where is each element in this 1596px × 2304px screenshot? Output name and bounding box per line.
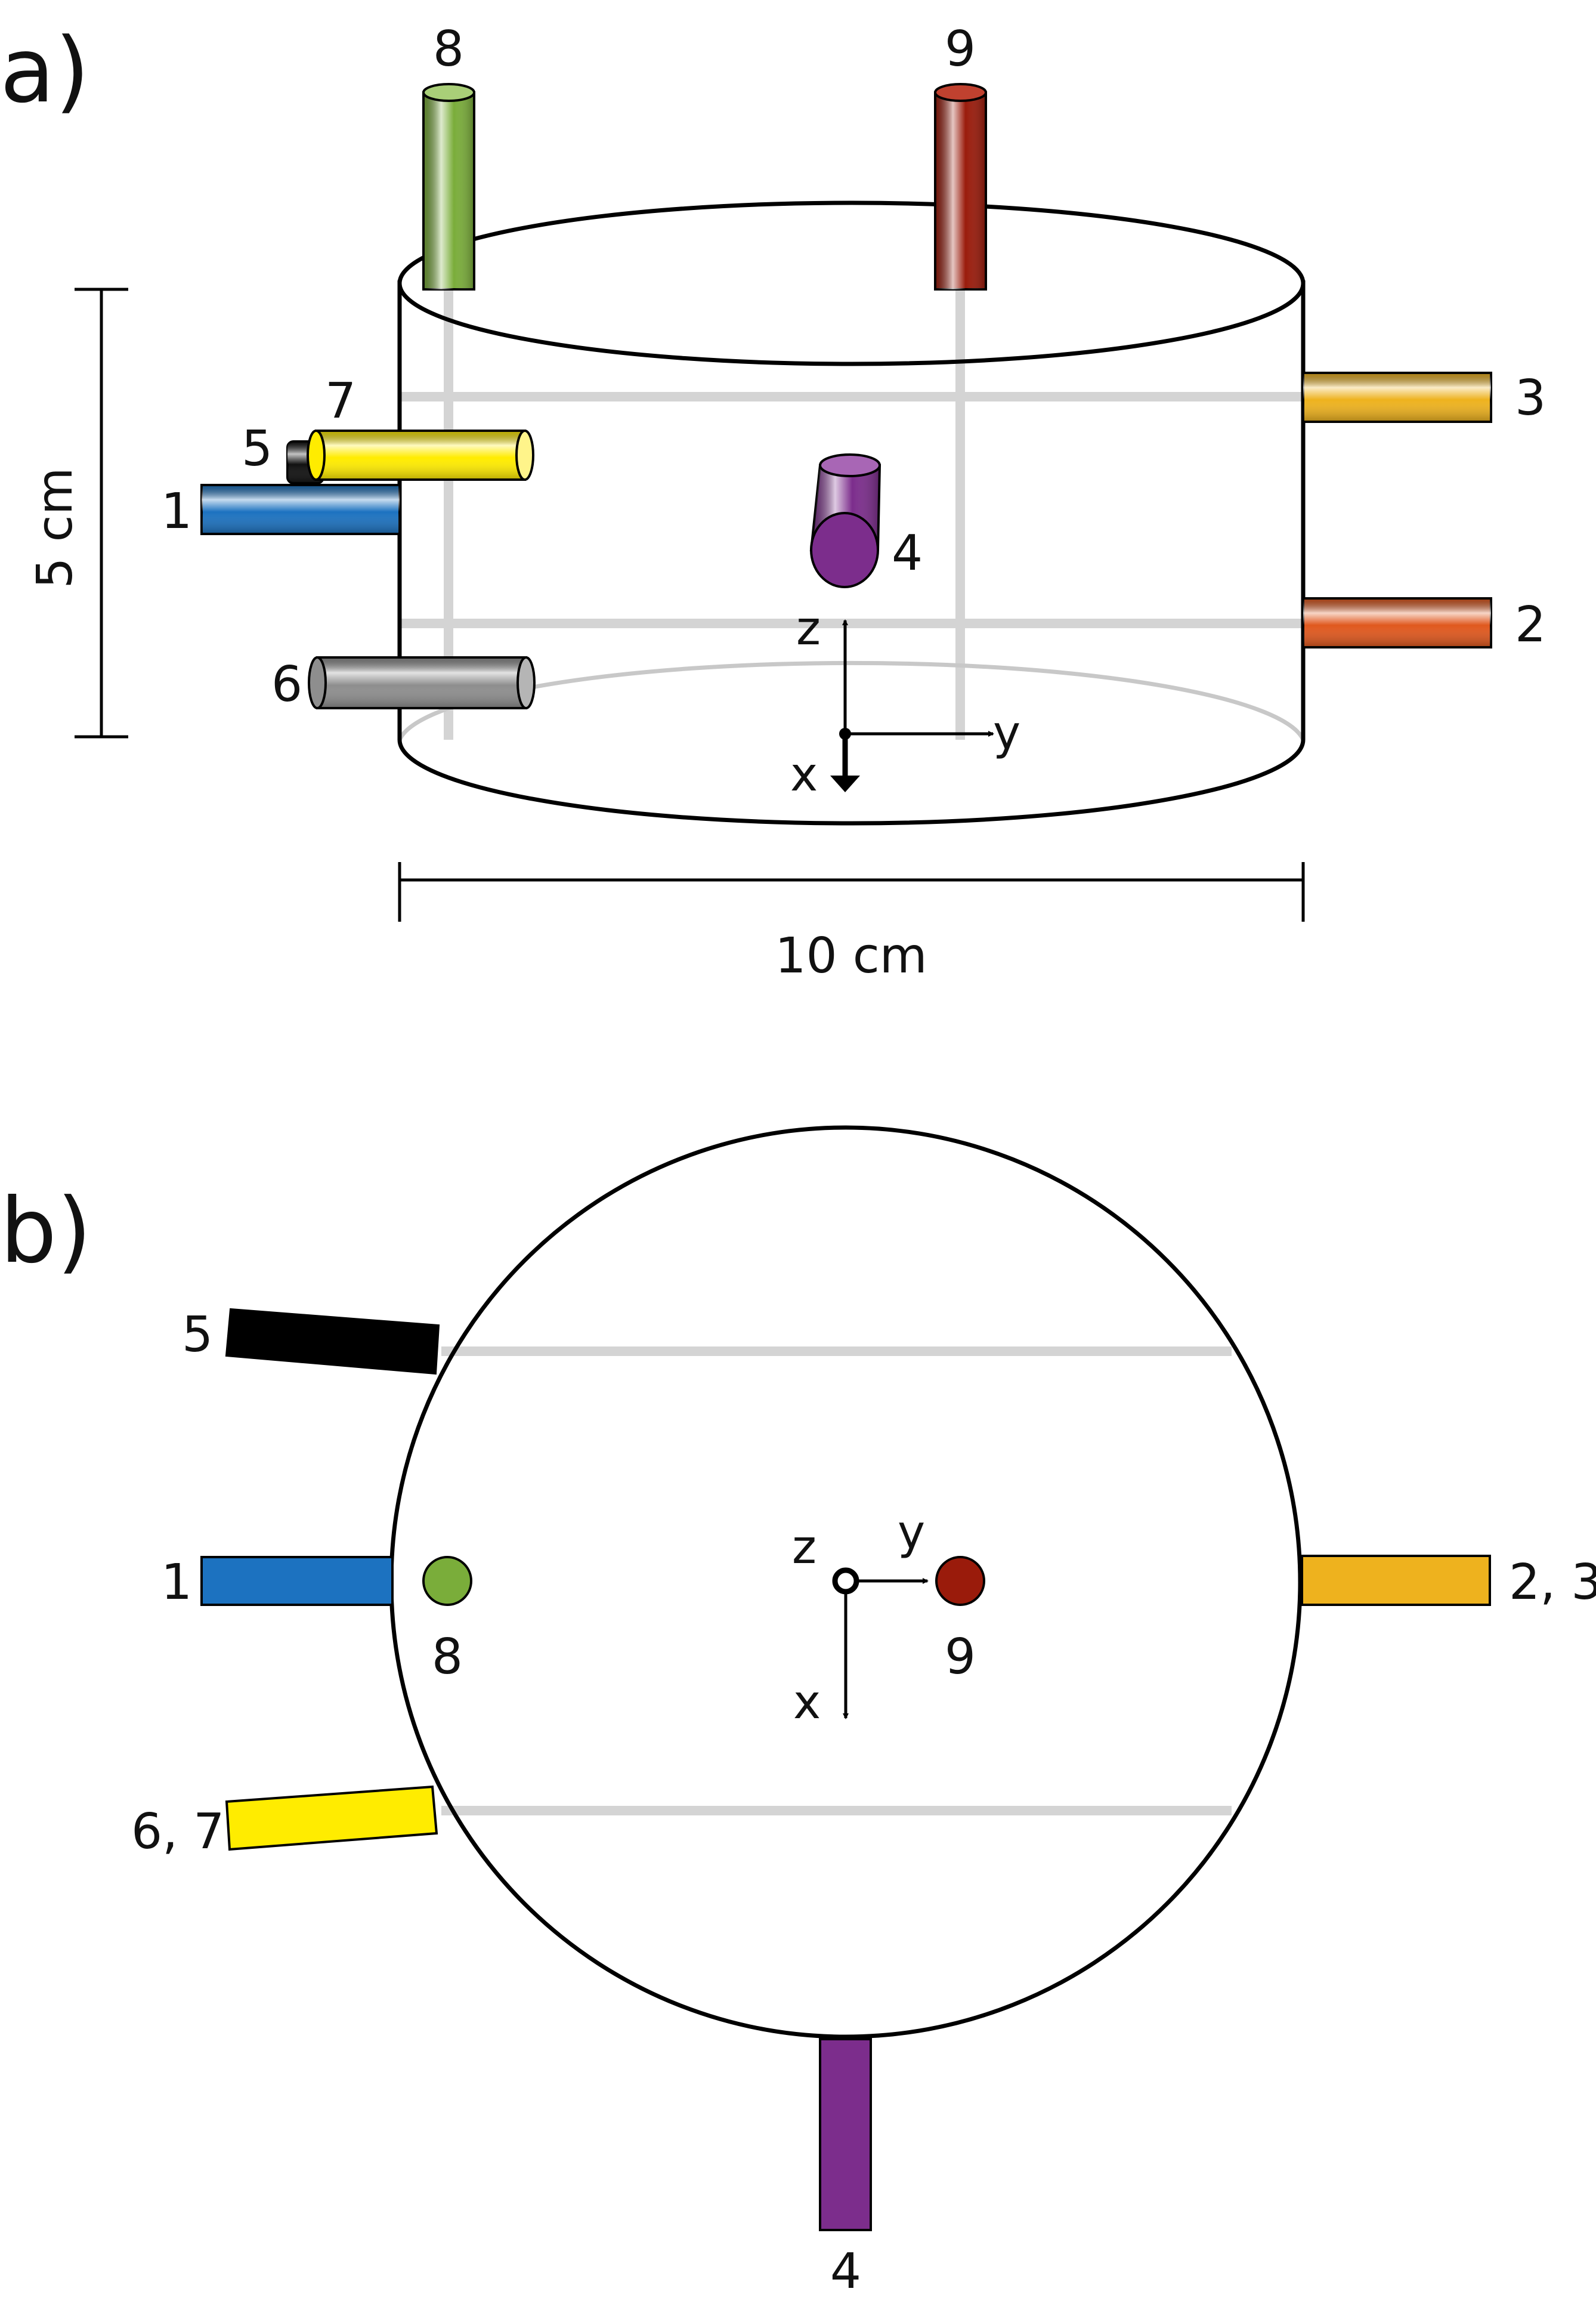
probe-labels-b: 5 1 6, 7 2, 3 8 9 4 (131, 1307, 1596, 2300)
dimension-width-label: 10 cm (775, 928, 927, 984)
probe-b-5 (225, 1308, 440, 1375)
dimension-width: 10 cm (398, 862, 1305, 984)
panel-a-guides (400, 280, 1303, 740)
label-b-4: 4 (830, 2243, 861, 2300)
label-a-7: 7 (325, 373, 356, 430)
probe-7 (307, 430, 534, 481)
label-a-2: 2 (1515, 597, 1546, 653)
probe-b-1 (200, 1556, 394, 1606)
label-a-6: 6 (271, 656, 302, 713)
probe-6 (308, 656, 536, 709)
dimension-height: 5 cm (27, 288, 128, 739)
probe-b-6-7 (225, 1785, 438, 1851)
dimension-height-label: 5 cm (27, 467, 83, 588)
label-a-1: 1 (161, 483, 192, 540)
label-b-1: 1 (161, 1554, 192, 1611)
axis-a-z-label: z (796, 602, 821, 656)
probe-labels-a: 8 9 3 2 7 5 1 4 6 (161, 21, 1546, 713)
probe-b-4 (819, 2038, 872, 2231)
axes-b: z y x (792, 1506, 929, 1729)
axis-a-y-label: y (993, 706, 1020, 760)
probe-1 (200, 484, 401, 535)
axes-a: z y x (790, 602, 1020, 802)
axis-b-x-label: x (793, 1676, 821, 1729)
label-a-3: 3 (1515, 370, 1546, 427)
axis-a-x-label: x (790, 748, 818, 802)
probe-8 (422, 83, 475, 291)
label-b-9: 9 (945, 1629, 976, 1685)
probe-b-8 (422, 1556, 472, 1606)
cylinder-top (397, 200, 1306, 366)
label-a-5: 5 (242, 421, 273, 477)
axis-b-y-label: y (898, 1506, 925, 1559)
panel-b-guides (441, 1346, 1232, 1815)
panel-a: a) (0, 19, 1546, 984)
label-a-4: 4 (892, 525, 923, 582)
label-b-2-3: 2, 3 (1509, 1554, 1596, 1611)
probe-2 (1302, 597, 1492, 648)
probe-9 (934, 83, 987, 291)
panel-b: b) z y x 5 1 (0, 1125, 1596, 2300)
label-a-8: 8 (433, 21, 464, 78)
panel-a-label: a) (0, 19, 89, 123)
probe-b-2-3 (1301, 1555, 1491, 1606)
panel-b-label: b) (0, 1179, 92, 1283)
label-b-6-7: 6, 7 (131, 1803, 224, 1860)
label-a-9: 9 (945, 21, 976, 78)
probe-3 (1302, 372, 1492, 423)
probe-b-9 (935, 1556, 985, 1606)
axis-b-z-label: z (792, 1521, 816, 1574)
label-b-5: 5 (182, 1307, 213, 1363)
label-b-8: 8 (432, 1629, 463, 1685)
probe-4 (809, 453, 881, 588)
